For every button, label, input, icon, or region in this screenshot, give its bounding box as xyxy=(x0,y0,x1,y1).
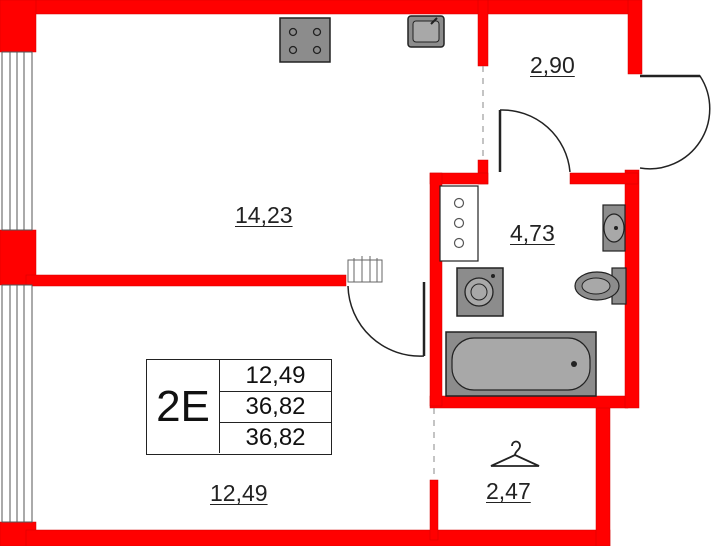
wardrobe-area-label: 2,47 xyxy=(486,478,531,504)
bathroom-counter-icon xyxy=(439,185,479,262)
apartment-badge: 2E 12,49 36,82 36,82 xyxy=(146,359,332,455)
second-room-area-label: 12,49 xyxy=(210,480,268,506)
openings xyxy=(433,66,484,480)
apartment-type-code: 2E xyxy=(147,360,220,453)
hall-area-label: 2,90 xyxy=(530,52,575,78)
washing-machine-icon xyxy=(456,267,504,317)
badge-value-2: 36,82 xyxy=(220,391,331,423)
wash-basin-icon xyxy=(602,204,626,252)
toilet-icon xyxy=(574,267,627,305)
bathroom-area-label: 4,73 xyxy=(510,220,555,246)
walls xyxy=(0,0,643,546)
main-room-area-label: 14,23 xyxy=(235,202,293,228)
badge-value-1: 12,49 xyxy=(220,360,331,392)
radiator-icon xyxy=(347,256,383,283)
stove-icon xyxy=(279,17,331,63)
bathtub-icon xyxy=(445,331,597,397)
badge-value-3: 36,82 xyxy=(245,424,306,451)
windows xyxy=(1,51,33,523)
hanger-icon xyxy=(490,440,540,467)
doors xyxy=(347,74,711,357)
kitchen-sink-icon xyxy=(407,15,445,48)
